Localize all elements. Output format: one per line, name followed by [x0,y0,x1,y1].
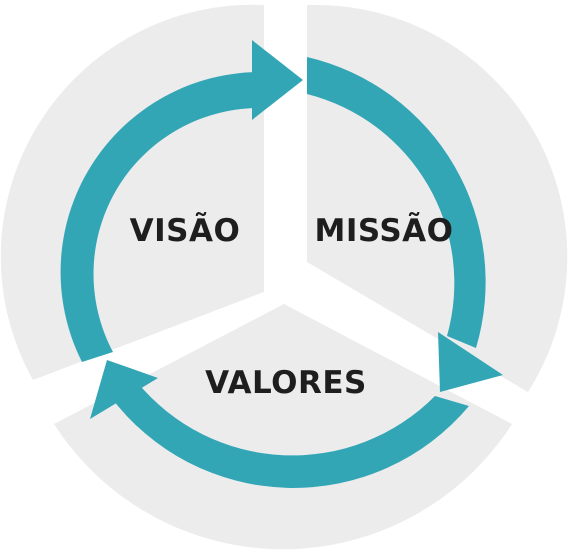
arrow-visao-to-missao [60,71,264,362]
cycle-arrows [60,40,503,488]
segment-visao [0,4,265,380]
label-missao: MISSÃO [315,212,454,249]
arrow-missao-to-valores [307,57,486,348]
arrowhead-missao-to-valores [438,332,503,392]
arrowhead-valores-to-visao [90,360,158,419]
label-visao: VISÃO [130,212,241,249]
arrow-valores-to-visao [110,382,469,488]
label-valores: VALORES [205,365,367,401]
arrowhead-visao-to-missao [252,40,303,120]
segment-valores [54,304,512,550]
